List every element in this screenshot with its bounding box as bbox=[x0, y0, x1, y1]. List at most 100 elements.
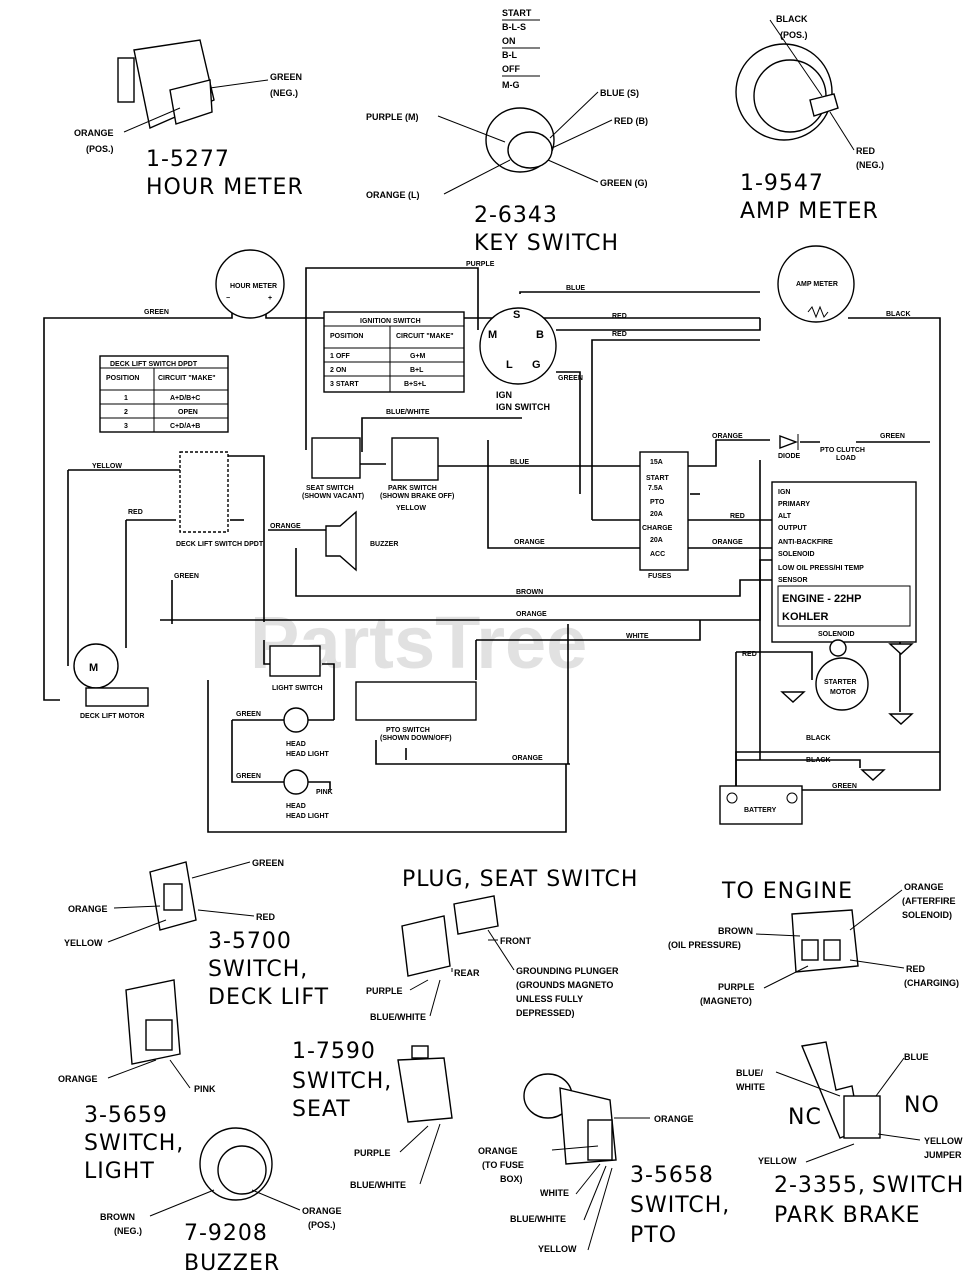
wire-green-2: GREEN bbox=[558, 375, 583, 382]
solenoid-circle bbox=[829, 639, 847, 657]
schematic-amp-meter-label: AMP METER bbox=[796, 281, 838, 288]
fuse-4: 20A bbox=[650, 511, 663, 518]
buzzer-name: BUZZER bbox=[184, 1251, 280, 1276]
schematic-park-switch bbox=[391, 437, 439, 481]
deck-lift-orange: ORANGE bbox=[68, 904, 108, 914]
fuse-0: 15A bbox=[650, 459, 663, 466]
deck-table-r1c0: 2 bbox=[124, 409, 128, 416]
light-switch-part: 3-5659 bbox=[84, 1103, 168, 1128]
wire-green-5: GREEN bbox=[236, 711, 261, 718]
deck-table-r0c1: A+D/B+C bbox=[170, 395, 200, 402]
wire-red-3: RED bbox=[128, 509, 143, 516]
key-switch-green-label: GREEN (G) bbox=[600, 178, 648, 188]
fuses-label: FUSES bbox=[648, 573, 672, 580]
ground-2 bbox=[780, 691, 806, 703]
engine-pin-4: ANTI-BACKFIRE bbox=[778, 539, 833, 546]
shunt-zigzag bbox=[807, 305, 829, 319]
diode-label: DIODE bbox=[778, 453, 801, 460]
seat-switch-blue-white: BLUE/WHITE bbox=[350, 1180, 406, 1190]
schematic-hour-meter-label: HOUR METER bbox=[230, 283, 277, 290]
deck-lift-green: GREEN bbox=[252, 858, 284, 868]
amp-meter-name: AMP METER bbox=[740, 199, 879, 224]
light-switch-line1: SWITCH, bbox=[84, 1131, 184, 1156]
pto-line1: SWITCH, bbox=[630, 1193, 730, 1218]
to-engine-purple: PURPLE bbox=[718, 982, 755, 992]
seat-switch-label: SEAT SWITCH bbox=[306, 485, 354, 492]
fuse-6: 20A bbox=[650, 537, 663, 544]
amp-meter-pos-label: (POS.) bbox=[780, 30, 808, 40]
key-switch-part-number: 2-6343 bbox=[474, 203, 558, 228]
wire-pink: PINK bbox=[316, 789, 333, 796]
wire-purple: PURPLE bbox=[466, 261, 495, 268]
ign-table-title: IGNITION SWITCH bbox=[360, 318, 421, 325]
schematic-battery bbox=[719, 785, 803, 825]
seat-switch-part: 1-7590 bbox=[292, 1039, 376, 1064]
buzzer-illustration bbox=[149, 1127, 301, 1217]
fuse-1: START bbox=[646, 475, 670, 482]
ign-switch-label: IGN SWITCH bbox=[496, 402, 550, 412]
battery-label: BATTERY bbox=[744, 807, 777, 814]
key-legend-2: ON bbox=[502, 36, 516, 46]
buzzer-part: 7-9208 bbox=[184, 1221, 268, 1246]
pto-part: 3-5658 bbox=[630, 1163, 714, 1188]
deck-table-r2c0: 3 bbox=[124, 423, 128, 430]
hour-meter-plus: + bbox=[268, 295, 272, 302]
key-switch-orange-label: ORANGE (L) bbox=[366, 190, 420, 200]
wire-yellow-1: YELLOW bbox=[92, 463, 122, 470]
pto-to-fuse: (TO FUSE bbox=[482, 1160, 524, 1170]
engine-brand: KOHLER bbox=[782, 611, 829, 623]
key-legend-5: M-G bbox=[502, 80, 520, 90]
seat-plug-purple: PURPLE bbox=[366, 986, 403, 996]
key-switch-purple-label: PURPLE (M) bbox=[366, 112, 419, 122]
deck-motor-label: DECK LIFT MOTOR bbox=[80, 713, 144, 720]
to-engine-oil: (OIL PRESSURE) bbox=[668, 940, 741, 950]
park-brake-blue: BLUE bbox=[904, 1052, 929, 1062]
amp-meter-illustration bbox=[735, 19, 855, 151]
key-switch-illustration bbox=[437, 19, 613, 195]
seat-switch-line2: SEAT bbox=[292, 1097, 351, 1122]
fuse-7: ACC bbox=[650, 551, 665, 558]
to-engine-brown: BROWN bbox=[718, 926, 753, 936]
ign-terminal-l: L bbox=[506, 359, 513, 371]
key-switch-blue-label: BLUE (S) bbox=[600, 88, 639, 98]
ign-terminal-g: G bbox=[532, 359, 541, 371]
to-engine-solenoid: SOLENOID) bbox=[902, 910, 952, 920]
pto-box: BOX) bbox=[500, 1174, 523, 1184]
wire-orange-4: ORANGE bbox=[712, 539, 743, 546]
pto-clutch-label-a: PTO CLUTCH bbox=[820, 447, 865, 454]
to-engine-magneto: (MAGNETO) bbox=[700, 996, 752, 1006]
buzzer-label: BUZZER bbox=[370, 541, 398, 548]
wire-orange-6: ORANGE bbox=[512, 755, 543, 762]
engine-pin-3: OUTPUT bbox=[778, 525, 808, 532]
head-light-2-label: HEAD LIGHT bbox=[286, 813, 330, 820]
plunger-2: UNLESS FULLY bbox=[516, 994, 583, 1004]
ign-table-r2c1: B+S+L bbox=[404, 381, 427, 388]
park-brake-part: 2-3355, bbox=[774, 1173, 866, 1198]
seat-plug-front: FRONT bbox=[500, 936, 531, 946]
hour-meter-orange-label: ORANGE bbox=[74, 128, 114, 138]
deck-motor-body bbox=[85, 687, 149, 707]
seat-plug-title: PLUG, SEAT SWITCH bbox=[402, 867, 638, 892]
key-legend-4: OFF bbox=[502, 64, 520, 74]
light-switch-orange: ORANGE bbox=[58, 1074, 98, 1084]
schematic-wires bbox=[43, 267, 941, 833]
battery-minus bbox=[786, 792, 798, 804]
wire-brown: BROWN bbox=[516, 589, 543, 596]
deck-table-r1c1: OPEN bbox=[178, 409, 198, 416]
schematic-fuses bbox=[639, 451, 689, 571]
park-brake-bw2: WHITE bbox=[736, 1082, 765, 1092]
deck-table-title: DECK LIFT SWITCH DPDT bbox=[110, 361, 198, 368]
fuse-2: 7.5A bbox=[648, 485, 663, 492]
deck-lift-switch-illustration bbox=[107, 861, 255, 943]
to-engine-illustration bbox=[755, 889, 905, 989]
park-brake-illustration bbox=[775, 1041, 921, 1163]
wire-blue-2: BLUE bbox=[510, 459, 529, 466]
ground-1 bbox=[888, 643, 914, 655]
buzzer-neg: (NEG.) bbox=[114, 1226, 142, 1236]
park-switch-label: PARK SWITCH bbox=[388, 485, 437, 492]
seat-switch-line1: SWITCH, bbox=[292, 1069, 392, 1094]
park-brake-nc: NC bbox=[788, 1105, 822, 1130]
engine-pin-5: SOLENOID bbox=[778, 551, 815, 558]
schematic-deck-switch bbox=[179, 451, 229, 533]
pto-clutch-label: LOAD bbox=[836, 455, 856, 462]
